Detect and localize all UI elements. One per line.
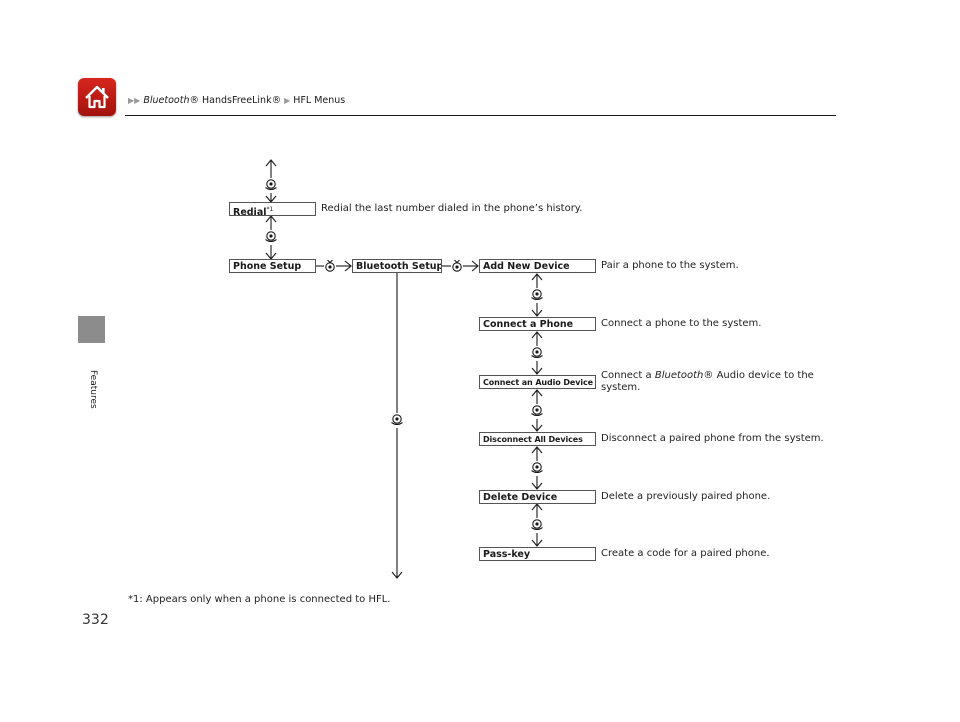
description-text: Connect a: [601, 370, 655, 381]
menu-item-description: Create a code for a paired phone.: [601, 548, 770, 559]
menu-item-description: Connect a Bluetooth® Audio device to the…: [601, 370, 821, 394]
breadcrumb-item[interactable]: HFL Menus: [293, 95, 346, 106]
menu-item-pass-key[interactable]: Pass-key: [479, 547, 596, 561]
section-tab[interactable]: [78, 316, 105, 343]
menu-item-label: Bluetooth Setup: [356, 261, 442, 272]
menu-item-label: Connect an Audio Device: [483, 378, 593, 387]
menu-item-bluetooth-setup[interactable]: Bluetooth Setup: [352, 259, 442, 273]
menu-item-add-new-device[interactable]: Add New Device: [479, 259, 596, 273]
home-icon: [85, 85, 109, 109]
menu-item-redial[interactable]: Redial*1: [229, 202, 316, 216]
interface-dial-rotate-icon: [264, 179, 278, 191]
breadcrumb-item[interactable]: Bluetooth: [143, 95, 190, 106]
interface-dial-rotate-icon: [390, 414, 404, 426]
menu-item-label: Delete Device: [483, 492, 558, 503]
description-text: ® Audio device to the system.: [601, 370, 814, 393]
description-text-italic: Bluetooth: [654, 370, 704, 381]
menu-item-label: Disconnect All Devices: [483, 435, 583, 444]
menu-item-delete-device[interactable]: Delete Device: [479, 490, 596, 504]
menu-item-description: Delete a previously paired phone.: [601, 491, 771, 502]
interface-dial-rotate-icon: [530, 405, 544, 417]
breadcrumb-arrow-icon: ▶▶: [128, 96, 141, 105]
interface-dial-rotate-icon: [530, 289, 544, 301]
breadcrumb: ▶▶ Bluetooth® HandsFreeLink® ▶ HFL Menus: [128, 95, 345, 106]
menu-item-connect-a-phone[interactable]: Connect a Phone: [479, 317, 596, 331]
menu-item-description: Disconnect a paired phone from the syste…: [601, 433, 824, 444]
menu-item-description: Pair a phone to the system.: [601, 260, 739, 271]
footnote-ref: *1: [266, 206, 274, 213]
interface-dial-rotate-icon: [264, 231, 278, 243]
menu-item-label: Phone Setup: [233, 261, 302, 272]
menu-item-description: Redial the last number dialed in the pho…: [321, 203, 583, 214]
menu-item-description: Connect a phone to the system.: [601, 318, 762, 329]
menu-item-label: Redial: [233, 207, 267, 216]
breadcrumb-item-suffix[interactable]: ® HandsFreeLink®: [189, 95, 282, 106]
menu-item-phone-setup[interactable]: Phone Setup: [229, 259, 316, 273]
menu-item-label: Add New Device: [483, 261, 570, 272]
header-divider: [125, 115, 836, 116]
menu-item-connect-an-audio-device[interactable]: Connect an Audio Device: [479, 375, 596, 389]
breadcrumb-arrow-icon: ▶: [284, 96, 291, 105]
interface-dial-rotate-icon: [530, 462, 544, 474]
interface-dial-press-icon: [452, 259, 462, 272]
menu-item-disconnect-all-devices[interactable]: Disconnect All Devices: [479, 432, 596, 446]
page-number: 332: [82, 612, 109, 628]
home-button[interactable]: [78, 78, 116, 116]
menu-item-label: Pass-key: [483, 549, 531, 560]
footnote: *1: Appears only when a phone is connect…: [128, 594, 391, 605]
interface-dial-rotate-icon: [530, 519, 544, 531]
menu-item-label: Connect a Phone: [483, 319, 574, 330]
interface-dial-press-icon: [325, 259, 335, 272]
interface-dial-rotate-icon: [530, 347, 544, 359]
